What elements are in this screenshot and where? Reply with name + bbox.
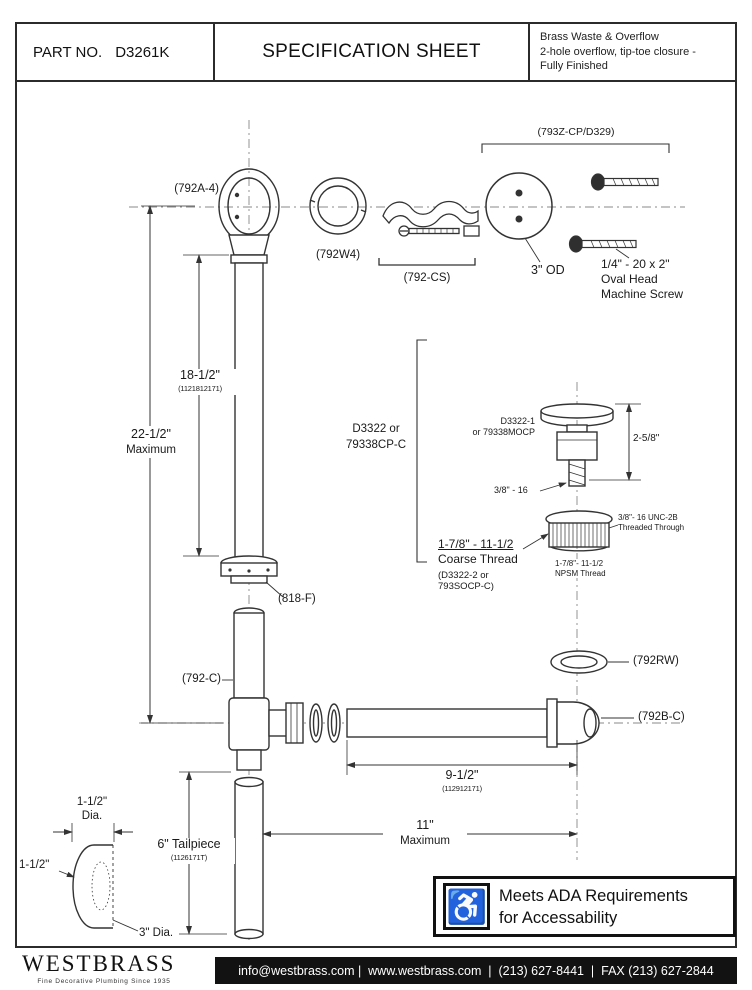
- screw-type-line: Oval Head: [601, 272, 658, 286]
- unc-line: 3/8"- 16 UNC-2B: [618, 513, 678, 522]
- label-faceplate-kit: (793Z-CP/D329): [537, 126, 615, 138]
- dim-head-diameter: 1-1/2" Dia.: [63, 795, 121, 823]
- dim-max-horizontal: 11" Maximum: [383, 817, 467, 849]
- leader-lines: [58, 482, 619, 932]
- label-linkage: (792-CS): [403, 272, 451, 284]
- faceplate-kit-bracket: [481, 143, 670, 153]
- linkage-bracket-drawing: [378, 200, 480, 266]
- dim-head-side: 1-1/2": [19, 859, 50, 871]
- strainer-drawing: [545, 510, 613, 552]
- wheelchair-icon: ♿: [443, 883, 490, 930]
- dim-head-depth: 3" Dia.: [139, 927, 174, 939]
- overflow-elbow-drawing: [218, 168, 280, 264]
- ada-line: Meets ADA Requirements: [499, 886, 688, 905]
- dim-word: Dia.: [81, 810, 103, 822]
- tailpiece-name: 6" Tailpiece: [157, 837, 221, 851]
- drain-kit-line: D3322 or: [352, 423, 400, 435]
- description-line: 2-hole overflow, tip-toe closure -: [540, 45, 696, 58]
- ada-compliance-box: ♿ Meets ADA Requirements for Accessabili…: [433, 876, 736, 937]
- coarse-code-line: 793SOCP-C): [438, 581, 494, 592]
- drawing-line-art: [53, 120, 685, 940]
- stopper-line: D3322-1: [500, 416, 535, 426]
- dim-value: 9-1/2": [445, 768, 479, 782]
- part-number-cell: PART NO. D3261K: [17, 24, 215, 80]
- label-overflow-head: (792A-4): [174, 183, 219, 195]
- coarse-thread-word: Coarse Thread: [438, 552, 518, 566]
- sheet-title: SPECIFICATION SHEET: [215, 24, 530, 80]
- tiptoe-drain-drawing: [540, 403, 614, 487]
- label-waste-pipe: (792-C): [182, 673, 221, 685]
- label-slip-nut: (818-F): [278, 593, 316, 605]
- sheet-header: PART NO. D3261K SPECIFICATION SHEET Bras…: [17, 24, 735, 82]
- dim-code: (112912171): [442, 784, 482, 793]
- dim-word: Maximum: [126, 444, 176, 456]
- dim-horizontal-arm: 9-1/2" (112912171): [421, 769, 503, 795]
- product-description: Brass Waste & Overflow 2-hole overflow, …: [530, 24, 735, 80]
- description-line: Fully Finished: [540, 60, 608, 72]
- label-stopper: D3322-1 or 79338MOCP: [461, 416, 535, 438]
- part-number-label: PART NO.: [33, 43, 103, 61]
- brand-logo: WESTBRASS: [22, 951, 176, 976]
- sheet-footer: WESTBRASS Fine Decorative Plumbing Since…: [0, 951, 752, 990]
- contact-bar: info@westbrass.com | www.westbrass.com |…: [215, 957, 737, 984]
- ada-text: Meets ADA Requirements for Accessability: [499, 885, 688, 929]
- coarse-code-line: (D3322-2 or: [438, 570, 489, 581]
- ada-line: for Accessability: [499, 908, 618, 927]
- sheet-frame: PART NO. D3261K SPECIFICATION SHEET Bras…: [15, 22, 737, 948]
- screw-type-line: Machine Screw: [601, 287, 684, 301]
- washer-drawing: [309, 177, 367, 235]
- description-line: Brass Waste & Overflow: [540, 31, 659, 43]
- waste-pipe-drawing: [233, 607, 265, 699]
- dim-value: 18-1/2": [180, 368, 220, 382]
- dim-word: Maximum: [400, 835, 450, 847]
- npsm-line: 1-7/8"- 11-1/2: [555, 559, 604, 568]
- dim-max-vertical: 22-1/2" Maximum: [111, 426, 191, 458]
- dim-value: 1-1/2": [76, 796, 108, 808]
- label-machine-screw: 1/4" - 20 x 2" Oval Head Machine Screw: [601, 257, 683, 302]
- coarse-thread-code: (D3322-2 or 793SOCP-C): [438, 570, 518, 592]
- overflow-head-side-view: [72, 844, 114, 929]
- label-seal-ring: (792RW): [633, 655, 679, 667]
- drain-kit-bracket: [416, 339, 427, 563]
- stopper-line: or 79338MOCP: [472, 427, 535, 437]
- label-waste-elbow: (792B-C): [638, 711, 685, 723]
- sealing-ring-drawing: [550, 650, 629, 674]
- label-washer: (792W4): [315, 249, 361, 261]
- dim-code: (1121812171): [178, 384, 222, 393]
- part-number-value: D3261K: [115, 43, 170, 61]
- waste-elbow-drawing: [546, 698, 634, 748]
- label-npsm-thread: 1-7/8"- 11-1/2 NPSM Thread: [553, 559, 608, 578]
- dim-value: 11": [416, 818, 434, 832]
- machine-screws-drawing: [568, 173, 659, 259]
- tee-drawing: [228, 697, 341, 771]
- label-stem-thread: 3/8" - 16: [494, 485, 528, 495]
- horizontal-pipe-drawing: [346, 708, 548, 738]
- dimension-lines: [53, 205, 641, 935]
- label-unc-thread: 3/8"- 16 UNC-2B Threaded Through: [618, 513, 684, 532]
- drain-kit-line: 79338CP-C: [345, 439, 407, 451]
- npsm-line: NPSM Thread: [555, 568, 606, 578]
- faceplate-drawing: [485, 172, 553, 263]
- dim-stopper-height: 2-5/8": [633, 433, 660, 444]
- screw-size: 1/4" - 20 x 2": [601, 257, 670, 271]
- unc-line: Threaded Through: [618, 522, 685, 532]
- label-tailpiece: 6" Tailpiece (1126171T): [143, 838, 235, 864]
- overflow-pipe-drawing: [220, 262, 278, 584]
- label-faceplate-od: 3" OD: [531, 263, 565, 277]
- label-coarse-thread: 1-7/8" - 11-1/2 Coarse Thread (D3322-2 o…: [438, 537, 518, 592]
- tailpiece-code: (1126171T): [170, 853, 208, 862]
- brand-tagline: Fine Decorative Plumbing Since 1935: [37, 978, 171, 985]
- tailpiece-drawing: [234, 776, 264, 940]
- technical-drawing: (792A-4) (792W4) (792-CS) (793Z-CP/D329)…: [17, 82, 736, 946]
- label-drain-kit: D3322 or 79338CP-C: [337, 421, 415, 453]
- dim-value: 22-1/2": [131, 427, 171, 441]
- coarse-thread-size: 1-7/8" - 11-1/2: [438, 537, 514, 551]
- dim-overflow-height: 18-1/2" (1121812171): [159, 369, 241, 395]
